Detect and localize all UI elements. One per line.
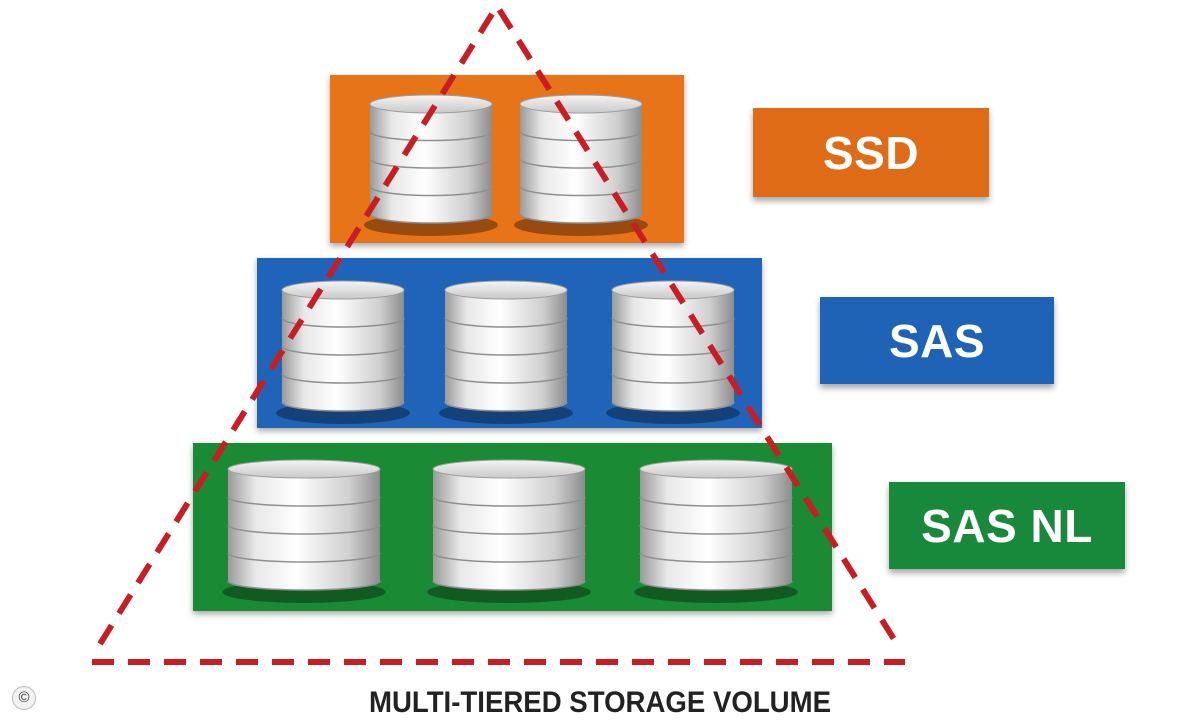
database-disk-icon [364,94,498,236]
database-disk-icon [439,280,573,424]
database-disk-icon [276,280,410,424]
ssd-label: SSD [753,108,989,197]
database-disk-icon [222,459,386,603]
sas-nl-label: SAS NL [889,482,1125,569]
database-disk-icon [606,280,740,424]
database-disk-icon [514,94,648,236]
sas-label: SAS [820,297,1054,384]
database-disk-icon [634,459,798,603]
copyright-icon: © [12,686,36,710]
database-disk-icon [427,459,591,603]
diagram-caption: MULTI-TIERED STORAGE VOLUME [368,686,832,719]
